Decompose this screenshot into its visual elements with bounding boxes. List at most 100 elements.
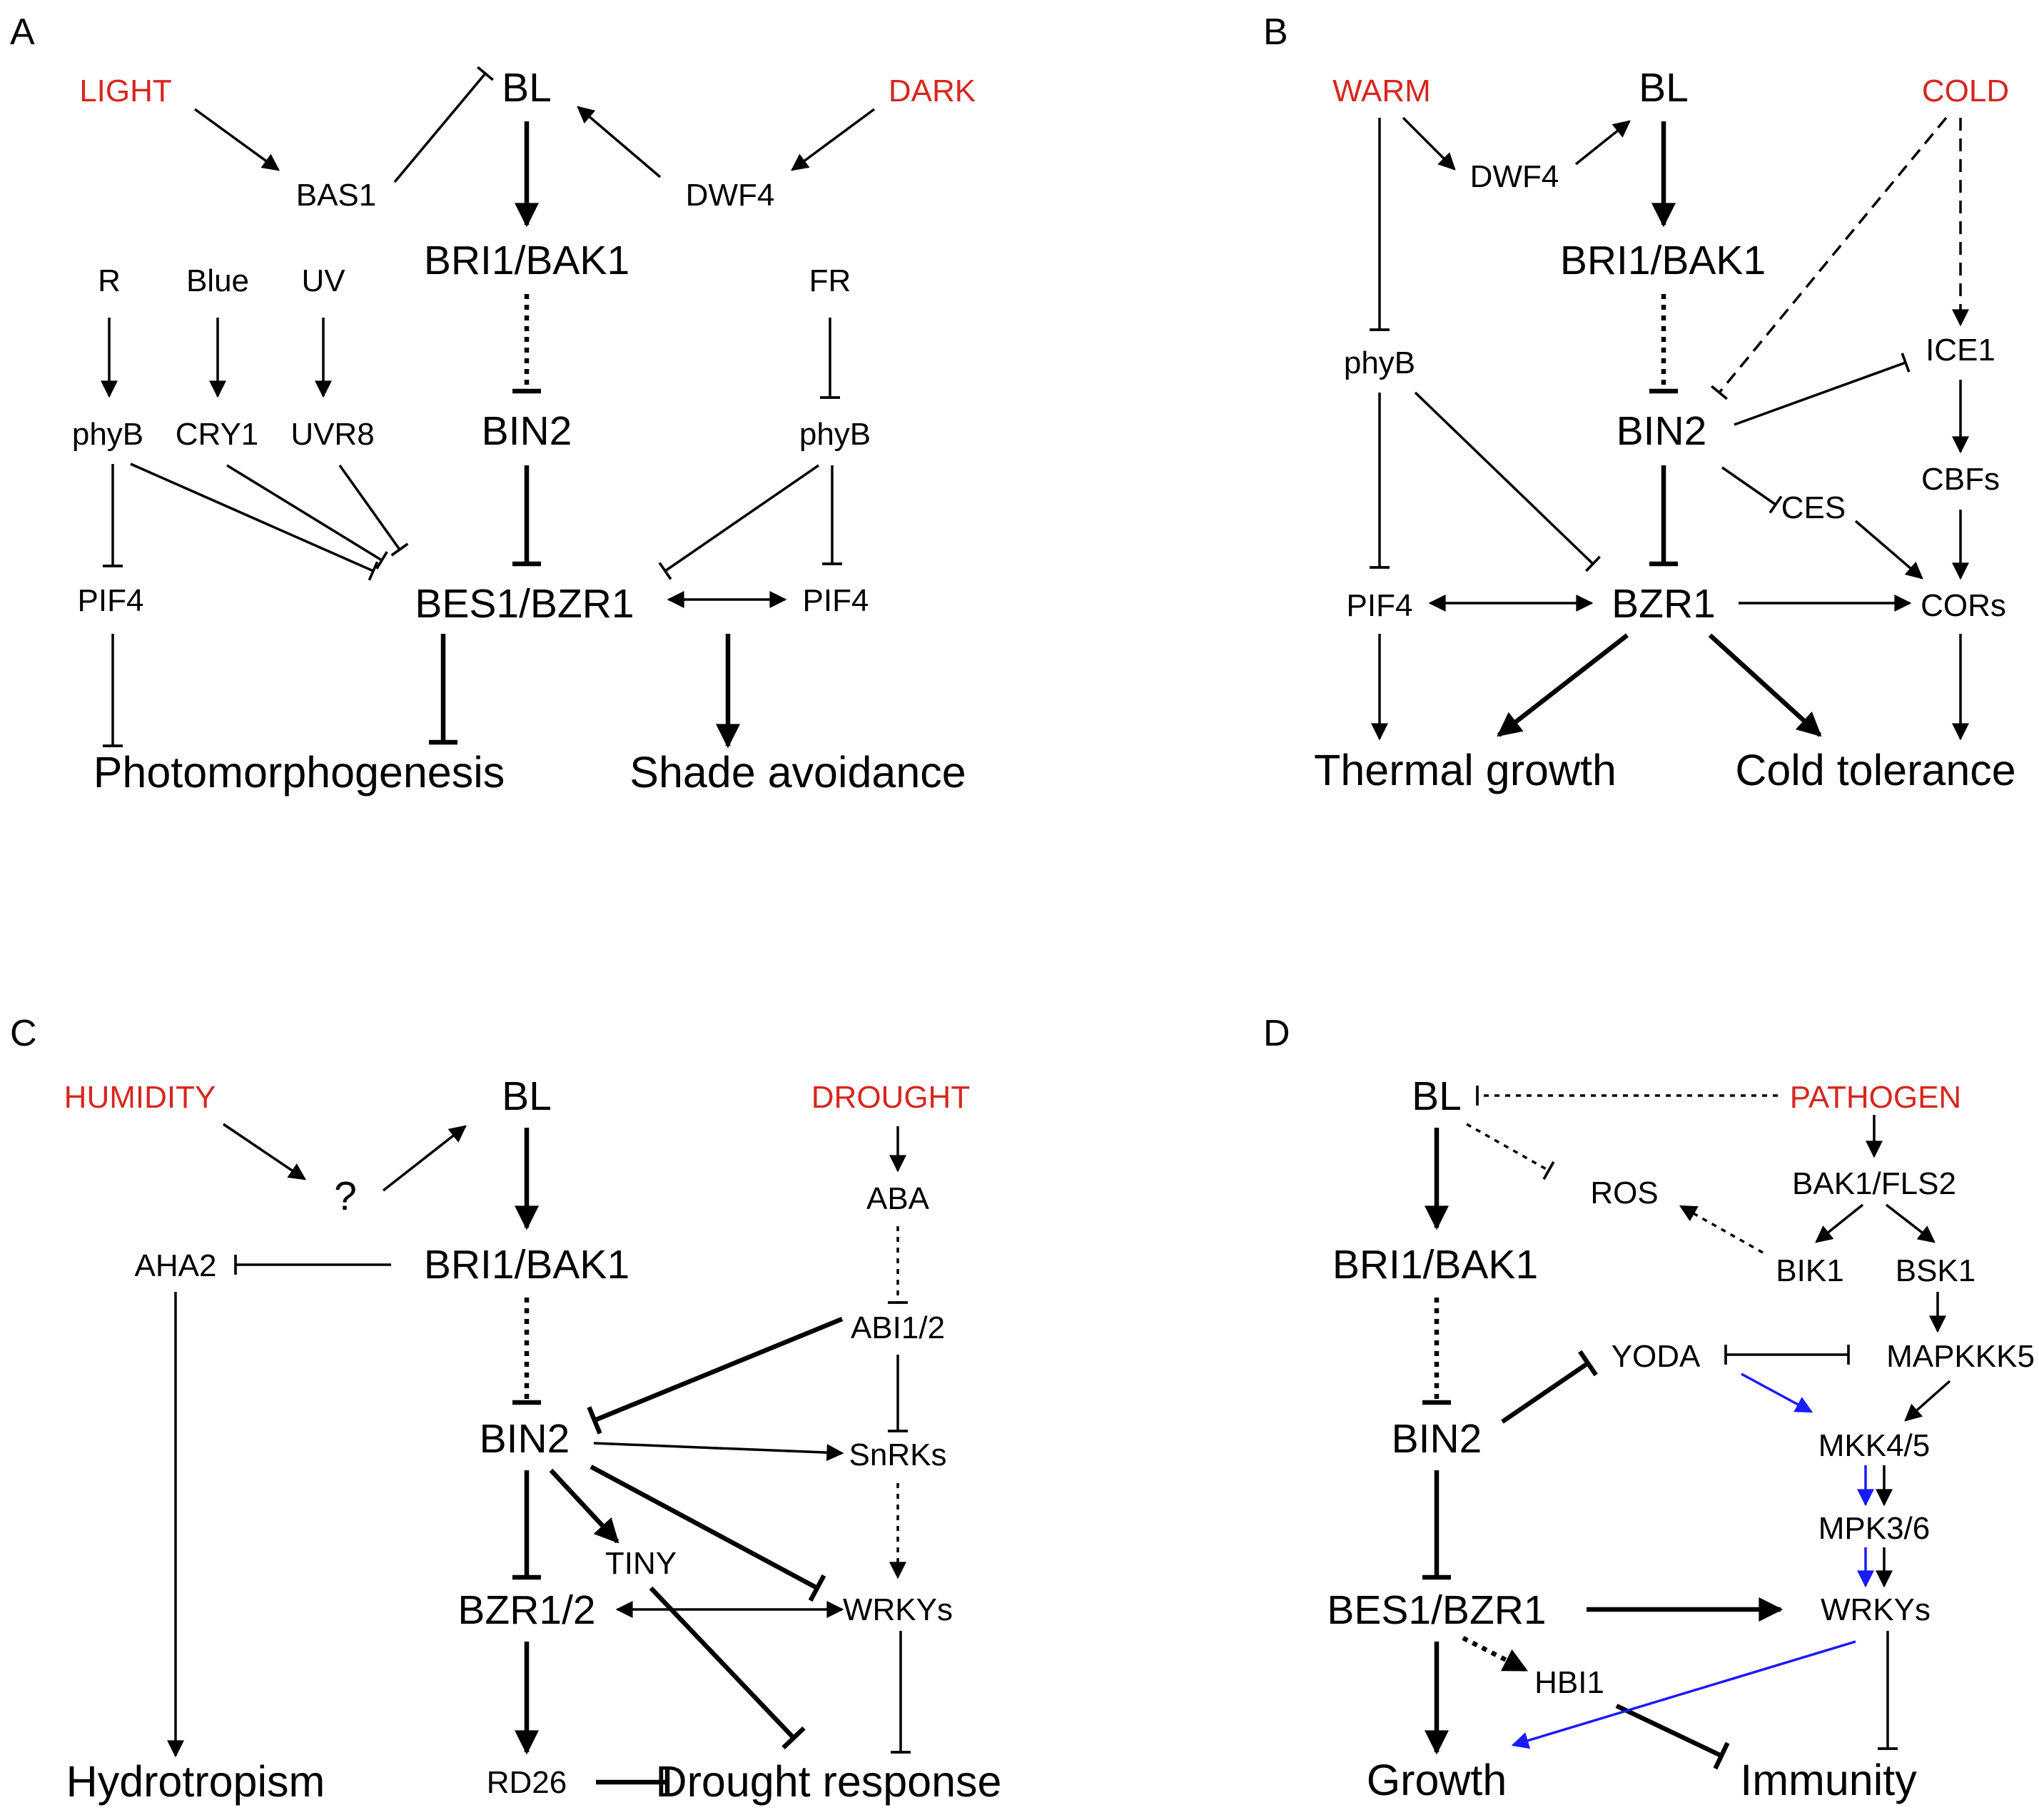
panel-a: A LIGHT DARK BL BAS1 DWF4 BRI1/BAK1 R Bl… bbox=[10, 11, 976, 797]
node-bri1-bak1: BRI1/BAK1 bbox=[424, 1242, 629, 1288]
edge-bin2-ice1 bbox=[1734, 353, 1911, 426]
node-aba: ABA bbox=[866, 1181, 930, 1216]
node-yoda: YODA bbox=[1612, 1339, 1701, 1374]
edge-phyb-bes1 bbox=[130, 462, 379, 581]
output-hydrotropism: Hydrotropism bbox=[66, 1757, 325, 1806]
node-bzr1: BZR1 bbox=[1612, 581, 1716, 627]
edge-humidity-unknown bbox=[223, 1123, 306, 1181]
stimulus-humidity: HUMIDITY bbox=[64, 1080, 216, 1115]
edge-bin2-wrkys bbox=[590, 1465, 826, 1602]
edge-dark-dwf4 bbox=[791, 108, 876, 171]
output-photomorphogenesis: Photomorphogenesis bbox=[93, 748, 505, 797]
node-hbi1: HBI1 bbox=[1534, 1665, 1604, 1700]
edge-dwf4-bl bbox=[577, 106, 662, 178]
edge-bin2-tiny bbox=[549, 1468, 619, 1544]
node-uv: UV bbox=[301, 263, 345, 298]
node-cry1: CRY1 bbox=[176, 417, 259, 452]
edge-warm-dwf4 bbox=[1402, 116, 1456, 171]
node-wrkys: WRKYs bbox=[843, 1592, 953, 1627]
node-bri1-bak1: BRI1/BAK1 bbox=[1332, 1242, 1538, 1288]
node-unknown: ? bbox=[334, 1173, 357, 1219]
node-bin2: BIN2 bbox=[1392, 1416, 1482, 1462]
node-ice1: ICE1 bbox=[1926, 333, 1995, 368]
edge-bak1fls2-bik1 bbox=[1815, 1203, 1864, 1243]
edge-yoda-mkk45 bbox=[1741, 1372, 1813, 1413]
node-bin2: BIN2 bbox=[482, 408, 572, 454]
edge-bak1fls2-bsk1 bbox=[1885, 1203, 1936, 1243]
edge-phyb-right-bes1 bbox=[658, 464, 819, 580]
stimulus-dark: DARK bbox=[889, 74, 976, 108]
node-tiny: TINY bbox=[605, 1546, 677, 1581]
edge-unknown-bl bbox=[382, 1125, 467, 1192]
edge-hbi1-immunity bbox=[1615, 1704, 1730, 1770]
node-cbfs: CBFs bbox=[1921, 462, 2000, 497]
output-thermal-growth: Thermal growth bbox=[1314, 746, 1616, 794]
output-cold-tolerance: Cold tolerance bbox=[1735, 746, 2015, 794]
edge-ces-cors bbox=[1854, 520, 1923, 580]
edge-phyb-bzr1 bbox=[1414, 391, 1602, 572]
node-phyb-right: phyB bbox=[799, 417, 871, 452]
node-bin2: BIN2 bbox=[1616, 408, 1707, 454]
node-bri1-bak1: BRI1/BAK1 bbox=[1560, 238, 1766, 283]
node-blue: Blue bbox=[186, 263, 249, 298]
output-immunity: Immunity bbox=[1740, 1756, 1917, 1804]
node-bas1: BAS1 bbox=[296, 178, 377, 213]
edge-bin2-snrks bbox=[593, 1442, 844, 1462]
stimulus-light: LIGHT bbox=[79, 74, 172, 108]
node-snrks: SnRKs bbox=[849, 1437, 947, 1472]
edge-tiny-drought bbox=[649, 1586, 806, 1750]
node-aha2: AHA2 bbox=[135, 1248, 217, 1283]
node-bl: BL bbox=[1639, 65, 1689, 111]
output-drought-response: Drought response bbox=[656, 1757, 1002, 1806]
panel-label-a: A bbox=[10, 11, 35, 53]
panel-d: D PATHOGEN BL BAK1/FLS2 ROS BRI1/BAK1 BI… bbox=[1263, 1013, 2035, 1804]
edge-wrkys-growth bbox=[1511, 1640, 1856, 1749]
node-dwf4: DWF4 bbox=[1470, 159, 1559, 194]
edge-bik1-ros bbox=[1679, 1205, 1764, 1254]
node-pif4-right: PIF4 bbox=[803, 583, 869, 618]
node-phyb-left: phyB bbox=[72, 417, 143, 452]
panel-b: B WARM COLD BL DWF4 BRI1/BAK1 phyB ICE1 … bbox=[1263, 11, 2016, 794]
node-bes1-bzr1: BES1/BZR1 bbox=[415, 581, 634, 627]
output-growth: Growth bbox=[1367, 1756, 1507, 1804]
edge-cry1-bes1 bbox=[226, 464, 388, 570]
node-bik1: BIK1 bbox=[1776, 1253, 1843, 1288]
panel-label-b: B bbox=[1263, 11, 1288, 53]
edge-bin2-yoda bbox=[1501, 1350, 1598, 1424]
node-bri1-bak1: BRI1/BAK1 bbox=[424, 238, 629, 283]
edge-bzr1-cold-tolerance bbox=[1708, 633, 1822, 737]
edge-uvr8-bes1 bbox=[338, 464, 409, 557]
node-bl: BL bbox=[1412, 1073, 1462, 1119]
edge-bas1-bl bbox=[393, 66, 494, 183]
stimulus-pathogen: PATHOGEN bbox=[1790, 1080, 1961, 1115]
node-bes1-bzr1: BES1/BZR1 bbox=[1327, 1587, 1546, 1633]
node-dwf4: DWF4 bbox=[686, 178, 775, 213]
panel-label-d: D bbox=[1263, 1013, 1290, 1054]
node-pif4: PIF4 bbox=[1347, 588, 1413, 623]
edge-bzr1-thermal bbox=[1497, 633, 1629, 737]
edge-light-bas1 bbox=[193, 108, 280, 171]
edge-abi12-bin2 bbox=[587, 1316, 844, 1435]
edge-bes1-hbi1 bbox=[1462, 1636, 1529, 1672]
node-bin2: BIN2 bbox=[480, 1416, 570, 1462]
edge-mapkkk5-mkk45 bbox=[1904, 1380, 1951, 1422]
edge-cold-bin2 bbox=[1711, 116, 1948, 400]
node-cors: CORs bbox=[1921, 588, 2006, 623]
node-mpk3-6: MPK3/6 bbox=[1818, 1511, 1931, 1546]
node-mapkkk5: MAPKKK5 bbox=[1886, 1339, 2035, 1374]
node-r: R bbox=[98, 263, 121, 298]
node-bl: BL bbox=[502, 65, 552, 111]
output-shade-avoidance: Shade avoidance bbox=[629, 748, 966, 797]
node-bl: BL bbox=[502, 1073, 552, 1119]
edge-bin2-ces bbox=[1721, 466, 1783, 514]
node-phyb: phyB bbox=[1344, 345, 1415, 380]
stimulus-warm: WARM bbox=[1332, 74, 1431, 108]
node-fr: FR bbox=[809, 263, 851, 298]
node-uvr8: UVR8 bbox=[290, 417, 374, 452]
edge-bl-ros bbox=[1466, 1123, 1555, 1181]
node-bsk1: BSK1 bbox=[1896, 1253, 1976, 1288]
stimulus-drought: DROUGHT bbox=[811, 1080, 970, 1115]
node-ces: CES bbox=[1781, 490, 1846, 525]
edge-dwf4-bl bbox=[1574, 120, 1631, 166]
